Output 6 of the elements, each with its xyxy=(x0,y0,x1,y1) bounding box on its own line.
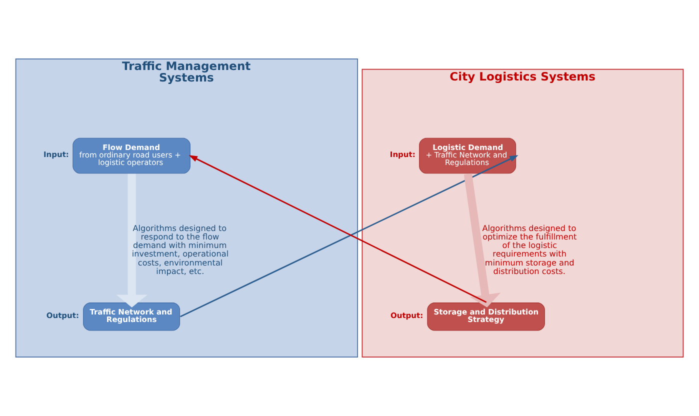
arrow xyxy=(464,173,501,308)
edge-label: Algorithms designed to optimize the fulfillment of the logistic requirements with minimum storage and distribution costs. xyxy=(482,222,577,276)
arrow xyxy=(116,174,148,308)
edge-label: Algorithms designed to respond to the flow demand with minimum investment, operational costs, environmental impact, etc. xyxy=(132,222,229,276)
arrow xyxy=(188,155,487,303)
arrow xyxy=(180,155,518,318)
